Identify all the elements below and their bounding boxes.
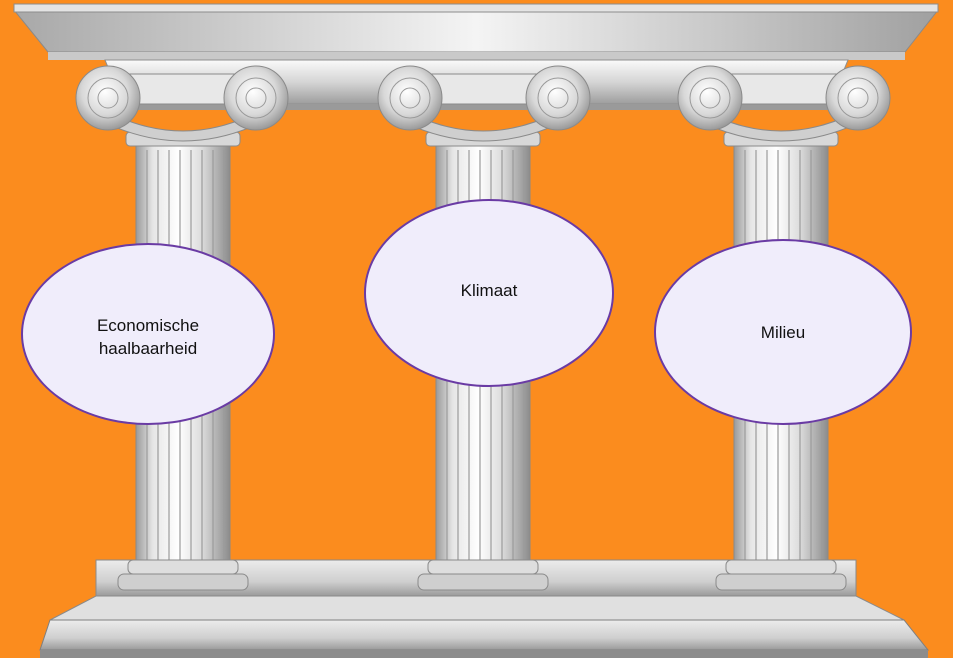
pillar-2-text: Klimaat: [460, 280, 518, 300]
pillar-label-economische-haalbaarheid: Economische haalbaarheid: [21, 243, 275, 425]
pillar-3-text: Milieu: [760, 322, 806, 342]
entablature: [12, 3, 940, 110]
pillar-1-text: Economische haalbaarheid: [96, 316, 200, 358]
pillar-label-milieu: Milieu: [654, 239, 912, 425]
pillar-label-klimaat: Klimaat: [364, 199, 614, 387]
